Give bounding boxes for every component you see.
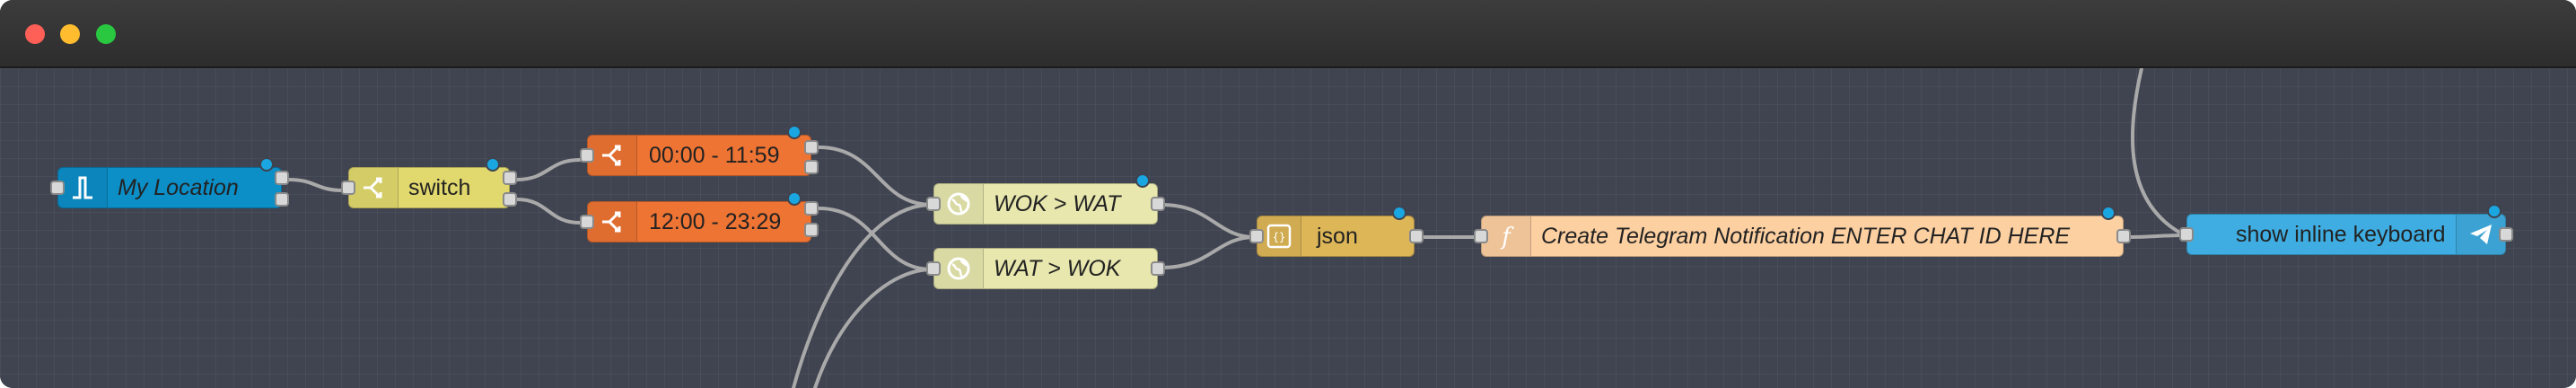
- node-label: show inline keyboard: [2236, 222, 2446, 247]
- node-switch[interactable]: switch: [348, 157, 510, 208]
- changed-indicator: [1392, 206, 1406, 220]
- node-wok-wat[interactable]: WOK > WAT: [933, 173, 1158, 225]
- changed-indicator: [259, 157, 274, 172]
- switch-icon: [364, 177, 382, 198]
- input-port[interactable]: [1474, 229, 1488, 243]
- location-input-icon: [73, 176, 92, 199]
- changed-indicator: [486, 157, 500, 172]
- node-time-pm[interactable]: 12:00 - 23:29: [587, 191, 811, 242]
- output-port[interactable]: [2499, 227, 2513, 242]
- node-my-location[interactable]: My Location: [57, 157, 282, 208]
- globe-icon: [947, 192, 970, 216]
- minimize-window-button[interactable]: [60, 24, 80, 44]
- wire-offscreen-wokwat[interactable]: [792, 203, 933, 388]
- node-json[interactable]: {} json: [1257, 206, 1415, 257]
- output-port[interactable]: [1151, 197, 1165, 211]
- node-label: 00:00 - 11:59: [649, 143, 780, 168]
- node-label: 12:00 - 23:29: [649, 209, 782, 234]
- wire-am-wokwat[interactable]: [817, 146, 933, 207]
- input-port[interactable]: [2179, 227, 2194, 242]
- node-label: switch: [408, 175, 471, 200]
- node-label: My Location: [118, 175, 239, 200]
- json-icon: {}: [1266, 224, 1292, 249]
- output-port[interactable]: [275, 171, 289, 185]
- globe-icon: [947, 257, 970, 280]
- output-port[interactable]: [804, 201, 819, 216]
- output-port[interactable]: [804, 160, 819, 174]
- node-icon-box: [58, 168, 108, 207]
- title-bar: [0, 0, 2576, 68]
- wires-layer: [287, 68, 2186, 388]
- time-switch-icon: [602, 211, 621, 233]
- node-icon-box: [588, 136, 637, 175]
- time-switch-icon: [602, 145, 621, 166]
- close-window-button[interactable]: [25, 24, 45, 44]
- node-icon-box: [588, 202, 637, 242]
- zoom-window-button[interactable]: [96, 24, 116, 44]
- node-icon-box: {}: [1257, 216, 1301, 256]
- output-port[interactable]: [1151, 261, 1165, 276]
- output-port[interactable]: [503, 192, 517, 207]
- input-port[interactable]: [580, 215, 594, 229]
- wire-watwok-json[interactable]: [1160, 235, 1257, 269]
- input-port[interactable]: [580, 148, 594, 163]
- wire-switch-am[interactable]: [515, 158, 582, 181]
- svg-text:f: f: [1500, 224, 1514, 250]
- output-port[interactable]: [2116, 229, 2131, 243]
- wire-switch-pm[interactable]: [515, 198, 582, 225]
- node-label: Create Telegram Notification ENTER CHAT …: [1541, 224, 2071, 249]
- node-label: json: [1317, 224, 1358, 249]
- node-icon-box: f: [1482, 216, 1531, 256]
- node-icon-box: [934, 249, 984, 288]
- wire-offscreen-watwok[interactable]: [813, 268, 933, 388]
- node-label: WAT > WOK: [994, 256, 1121, 281]
- input-port[interactable]: [341, 181, 355, 195]
- output-port[interactable]: [275, 192, 289, 207]
- output-port[interactable]: [1409, 229, 1424, 243]
- changed-indicator: [787, 191, 802, 206]
- changed-indicator: [787, 125, 802, 139]
- wire-wokwat-json[interactable]: [1160, 203, 1257, 239]
- flow-canvas[interactable]: My Location switch 00:00 - 11:59: [0, 68, 2576, 388]
- output-port[interactable]: [804, 140, 819, 154]
- node-wat-wok[interactable]: WAT > WOK: [933, 248, 1158, 289]
- output-port[interactable]: [804, 223, 819, 237]
- svg-text:{}: {}: [1273, 231, 1285, 243]
- node-time-am[interactable]: 00:00 - 11:59: [587, 125, 811, 176]
- wire-function-telegram[interactable]: [2127, 234, 2186, 239]
- function-icon: f: [1500, 224, 1514, 250]
- input-port[interactable]: [1249, 229, 1264, 243]
- wire-pm-watwok[interactable]: [817, 207, 933, 271]
- node-icon-box: [934, 184, 984, 224]
- node-icon-box: [2456, 215, 2505, 254]
- input-port[interactable]: [926, 197, 941, 211]
- wire-offscreen-telegram[interactable]: [2130, 68, 2186, 237]
- input-port[interactable]: [50, 181, 65, 195]
- node-icon-box: [349, 168, 399, 207]
- changed-indicator: [1135, 173, 1150, 188]
- node-label: WOK > WAT: [994, 191, 1121, 216]
- changed-indicator: [2487, 204, 2502, 218]
- node-function[interactable]: f Create Telegram Notification ENTER CHA…: [1481, 206, 2124, 257]
- node-telegram[interactable]: show inline keyboard: [2186, 204, 2506, 255]
- telegram-icon: [2470, 225, 2492, 244]
- changed-indicator: [2101, 206, 2116, 220]
- output-port[interactable]: [503, 171, 517, 185]
- wire-location-switch[interactable]: [287, 178, 345, 192]
- input-port[interactable]: [926, 261, 941, 276]
